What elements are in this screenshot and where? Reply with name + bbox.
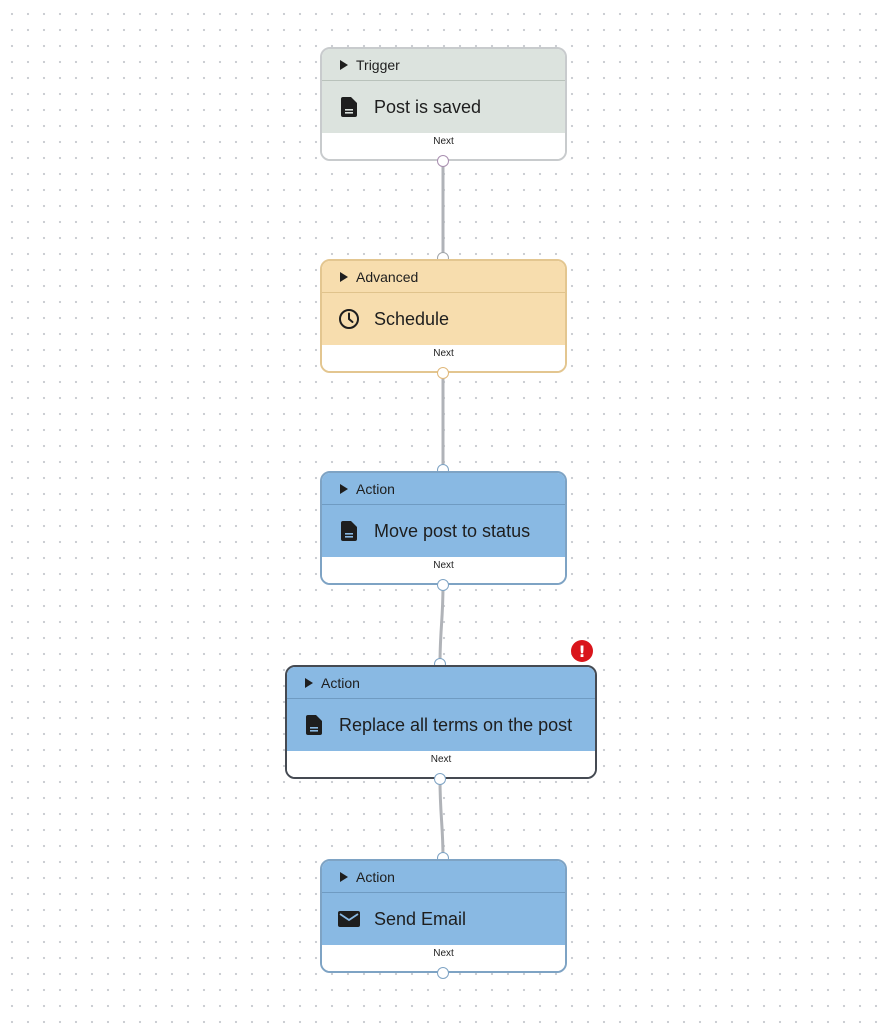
expand-caret-icon[interactable] xyxy=(340,871,348,882)
expand-caret-icon[interactable] xyxy=(305,677,313,688)
email-icon xyxy=(338,908,360,930)
node-footer: Next xyxy=(322,345,565,371)
document-icon xyxy=(338,96,360,118)
node-category-label: Action xyxy=(356,480,395,497)
action-node-move-post[interactable]: Action Move post to status Next xyxy=(320,471,567,585)
node-title: Move post to status xyxy=(374,520,531,541)
node-header[interactable]: Action xyxy=(287,667,595,699)
node-category-label: Advanced xyxy=(356,268,419,285)
output-port[interactable] xyxy=(437,579,449,591)
node-footer: Next xyxy=(322,133,565,159)
expand-caret-icon[interactable] xyxy=(340,271,348,282)
node-category-label: Trigger xyxy=(356,56,400,73)
action-node-replace-terms[interactable]: Action Replace all terms on the post Nex… xyxy=(285,665,597,779)
next-label: Next xyxy=(433,948,454,959)
node-title: Schedule xyxy=(374,308,450,329)
advanced-node[interactable]: Advanced Schedule Next xyxy=(320,259,567,373)
output-port[interactable] xyxy=(437,367,449,379)
node-title: Post is saved xyxy=(374,96,482,117)
next-label: Next xyxy=(430,754,452,765)
node-header[interactable]: Advanced xyxy=(322,261,565,293)
action-node-send-email[interactable]: Action Send Email Next xyxy=(320,859,567,973)
next-label: Next xyxy=(433,348,454,359)
node-body: Post is saved xyxy=(322,81,565,133)
node-header[interactable]: Action xyxy=(322,473,565,505)
node-body: Replace all terms on the post xyxy=(287,699,595,751)
document-icon xyxy=(303,714,325,736)
node-body: Move post to status xyxy=(322,505,565,557)
next-label: Next xyxy=(433,560,454,571)
connection-line xyxy=(438,778,445,859)
trigger-node[interactable]: Trigger Post is saved Next xyxy=(320,47,567,161)
node-body: Schedule xyxy=(322,293,565,345)
connection-line xyxy=(438,584,445,665)
output-port[interactable] xyxy=(434,773,446,785)
node-title: Replace all terms on the post xyxy=(339,714,573,735)
node-category-label: Action xyxy=(356,868,395,885)
clock-icon xyxy=(338,308,360,330)
node-header[interactable]: Trigger xyxy=(322,49,565,81)
node-header[interactable]: Action xyxy=(322,861,565,893)
next-label: Next xyxy=(433,136,454,147)
output-port[interactable] xyxy=(437,155,449,167)
expand-caret-icon[interactable] xyxy=(340,59,348,70)
output-port[interactable] xyxy=(437,967,449,979)
node-body: Send Email xyxy=(322,893,565,945)
node-footer: Next xyxy=(322,945,565,971)
node-category-label: Action xyxy=(321,674,360,691)
error-badge-icon[interactable]: ! xyxy=(571,640,593,662)
expand-caret-icon[interactable] xyxy=(340,483,348,494)
node-footer: Next xyxy=(287,751,595,777)
document-icon xyxy=(338,520,360,542)
node-footer: Next xyxy=(322,557,565,583)
node-title: Send Email xyxy=(374,908,467,929)
